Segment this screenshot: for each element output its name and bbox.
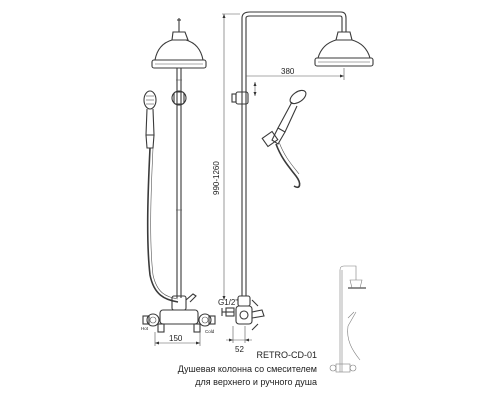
side-hose bbox=[275, 143, 301, 189]
dim-990-1260-label: 990-1260 bbox=[212, 161, 221, 195]
side-view: 990-1260 380 G1/2" bbox=[212, 11, 374, 354]
side-hand-shower bbox=[261, 89, 307, 148]
dim-center-distance: 150 bbox=[154, 332, 201, 346]
front-riser-pipe bbox=[171, 68, 187, 298]
front-hose bbox=[146, 147, 179, 303]
dim-380-label: 380 bbox=[281, 67, 295, 76]
dim-depth: 52 bbox=[226, 326, 252, 354]
dim-arm-length: 380 bbox=[246, 67, 345, 80]
front-mixer bbox=[142, 293, 216, 333]
front-shower-head bbox=[151, 31, 207, 69]
dim-height: 990-1260 bbox=[212, 13, 240, 300]
dim-thread-label: G1/2" bbox=[218, 298, 238, 307]
caption-description-line2: для верхнего и ручного душа bbox=[195, 377, 317, 387]
label-cold: Cold bbox=[205, 329, 215, 334]
thumbnail-view bbox=[329, 265, 366, 373]
label-hot: Hot bbox=[141, 326, 149, 331]
side-mixer bbox=[221, 295, 265, 331]
caption-description-line1: Душевая колонна со смесителем bbox=[177, 364, 317, 374]
dim-150-label: 150 bbox=[169, 334, 183, 343]
front-hand-shower bbox=[143, 90, 157, 149]
front-view: Hot Cold 150 bbox=[141, 18, 216, 346]
caption-model: RETRO-CD-01 bbox=[256, 350, 317, 360]
dim-52-label: 52 bbox=[235, 345, 244, 354]
height-adjust-arrows bbox=[253, 82, 257, 96]
side-shower-head bbox=[314, 31, 374, 67]
